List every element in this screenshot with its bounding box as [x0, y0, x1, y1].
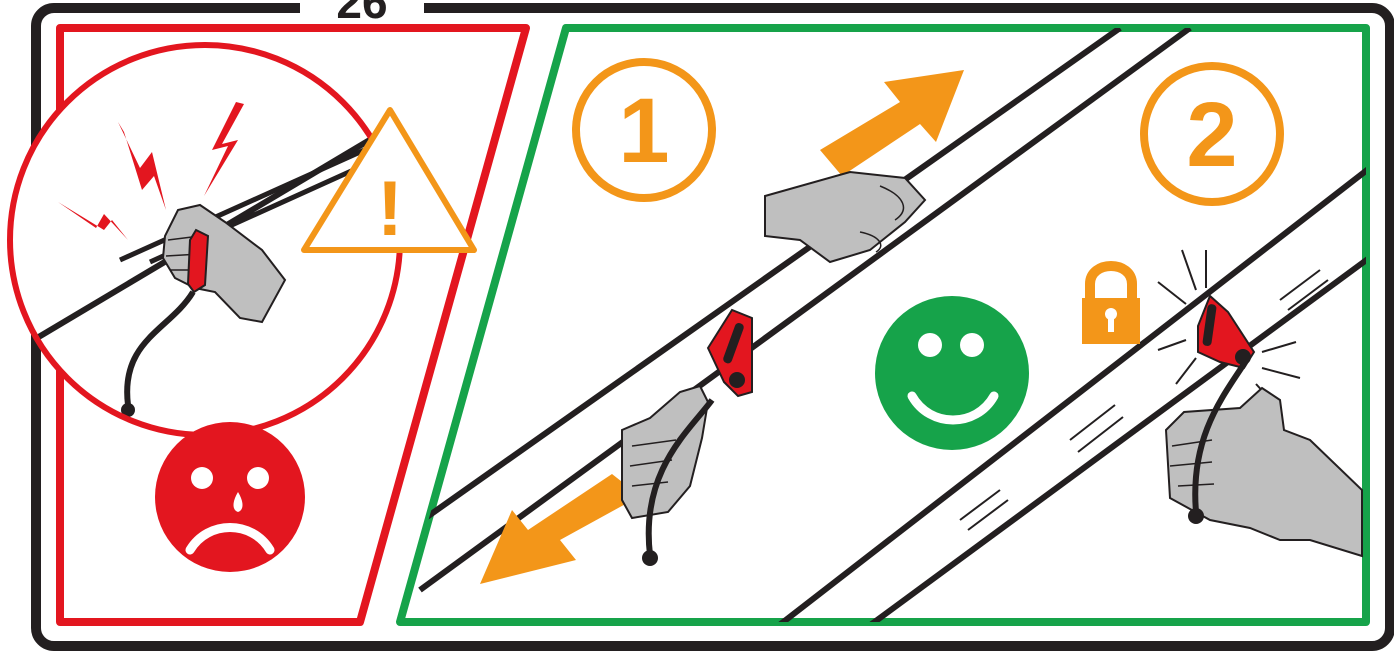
step-2-badge: 2: [1144, 66, 1280, 202]
step-2-number: 2: [1186, 84, 1237, 186]
page-number: 26: [336, 0, 387, 28]
happy-face-icon: [875, 296, 1029, 450]
step-1-number: 1: [618, 80, 669, 182]
sad-face-icon: [155, 422, 305, 572]
tensioner-red-icon: [188, 230, 208, 292]
warning-mark: !: [377, 164, 403, 252]
correct-usage-panel: 1 2: [400, 28, 1380, 640]
step-1-badge: 1: [576, 62, 712, 198]
